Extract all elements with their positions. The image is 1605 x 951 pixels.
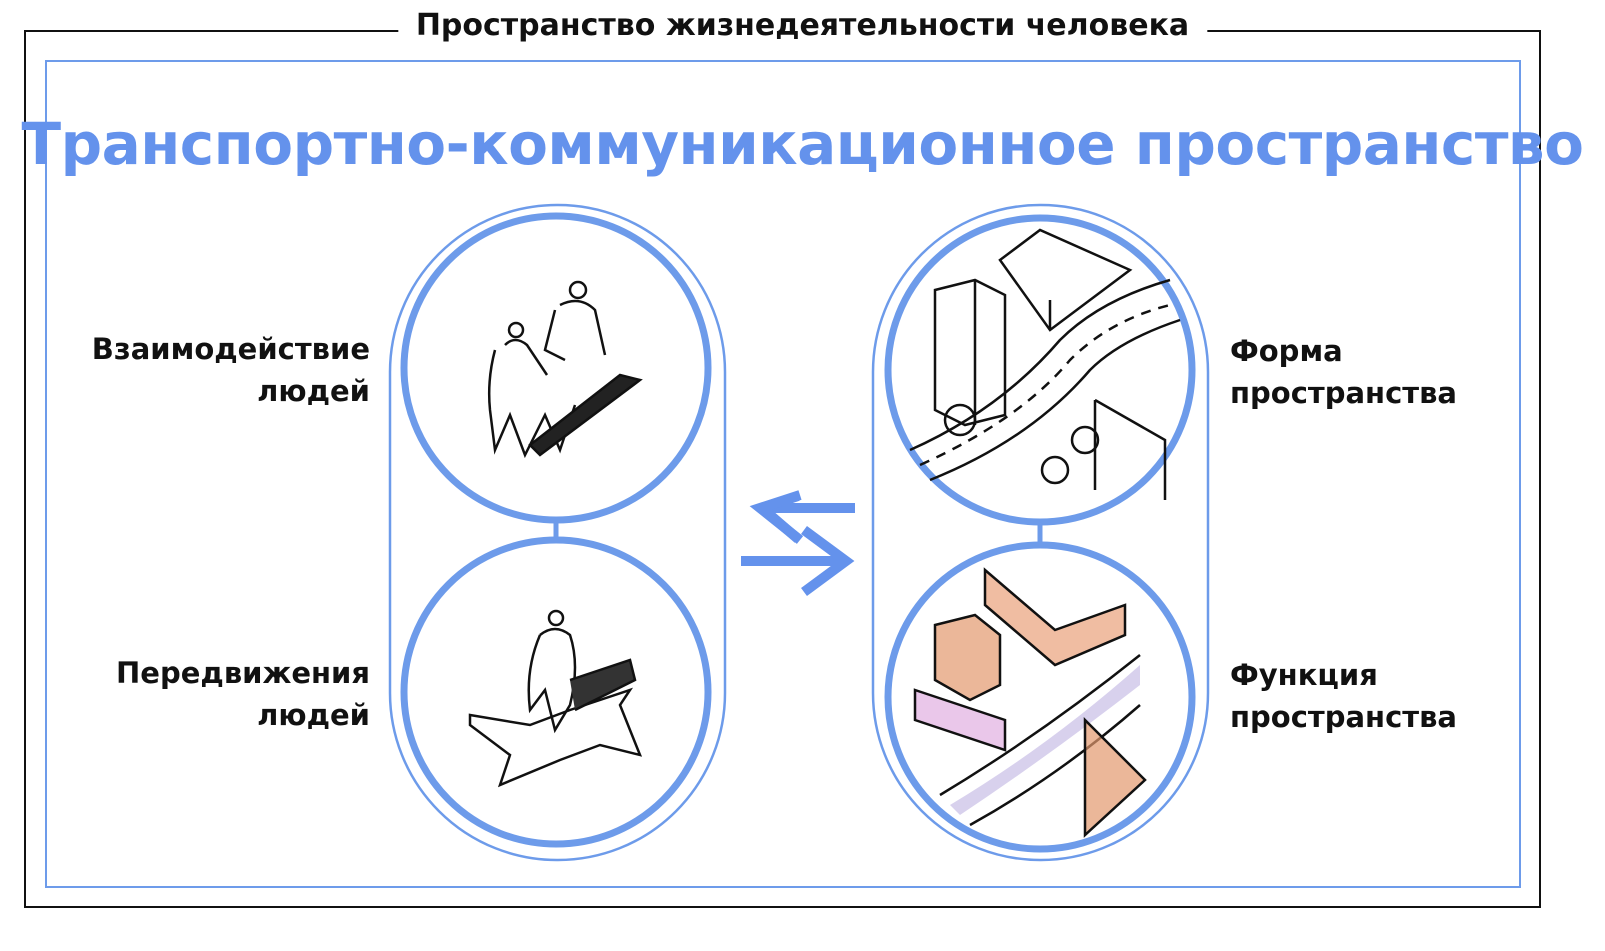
people-movement-sketch-icon	[468, 609, 643, 788]
label-line: Взаимодействие	[91, 332, 370, 366]
circle-function	[884, 541, 1196, 853]
city-form-sketch-icon	[909, 228, 1181, 500]
label-people-interaction: Взаимодействие людей	[70, 328, 370, 412]
label-line: людей	[257, 374, 370, 408]
inner-frame	[45, 60, 1521, 888]
label-line: людей	[257, 698, 370, 732]
circle-interaction	[400, 212, 712, 524]
city-function-sketch-icon	[913, 567, 1147, 838]
circle-movement	[400, 536, 712, 848]
label-line: Форма	[1230, 334, 1343, 368]
main-title: Транспортно-коммуникационное пространств…	[21, 110, 1584, 178]
exchange-arrows-icon	[741, 490, 855, 597]
label-space-form: Форма пространства	[1230, 330, 1550, 414]
label-line: Передвижения	[116, 656, 370, 690]
label-line: пространства	[1230, 700, 1458, 734]
outer-title: Пространство жизнедеятельности человека	[397, 8, 1208, 43]
label-people-movement: Передвижения людей	[70, 652, 370, 736]
circle-form	[884, 214, 1196, 526]
people-interaction-sketch-icon	[487, 280, 643, 459]
label-line: пространства	[1230, 376, 1458, 410]
left-pill	[388, 203, 727, 862]
label-space-function: Функция пространства	[1230, 654, 1550, 738]
right-pill	[871, 203, 1210, 862]
label-line: Функция	[1230, 658, 1378, 692]
